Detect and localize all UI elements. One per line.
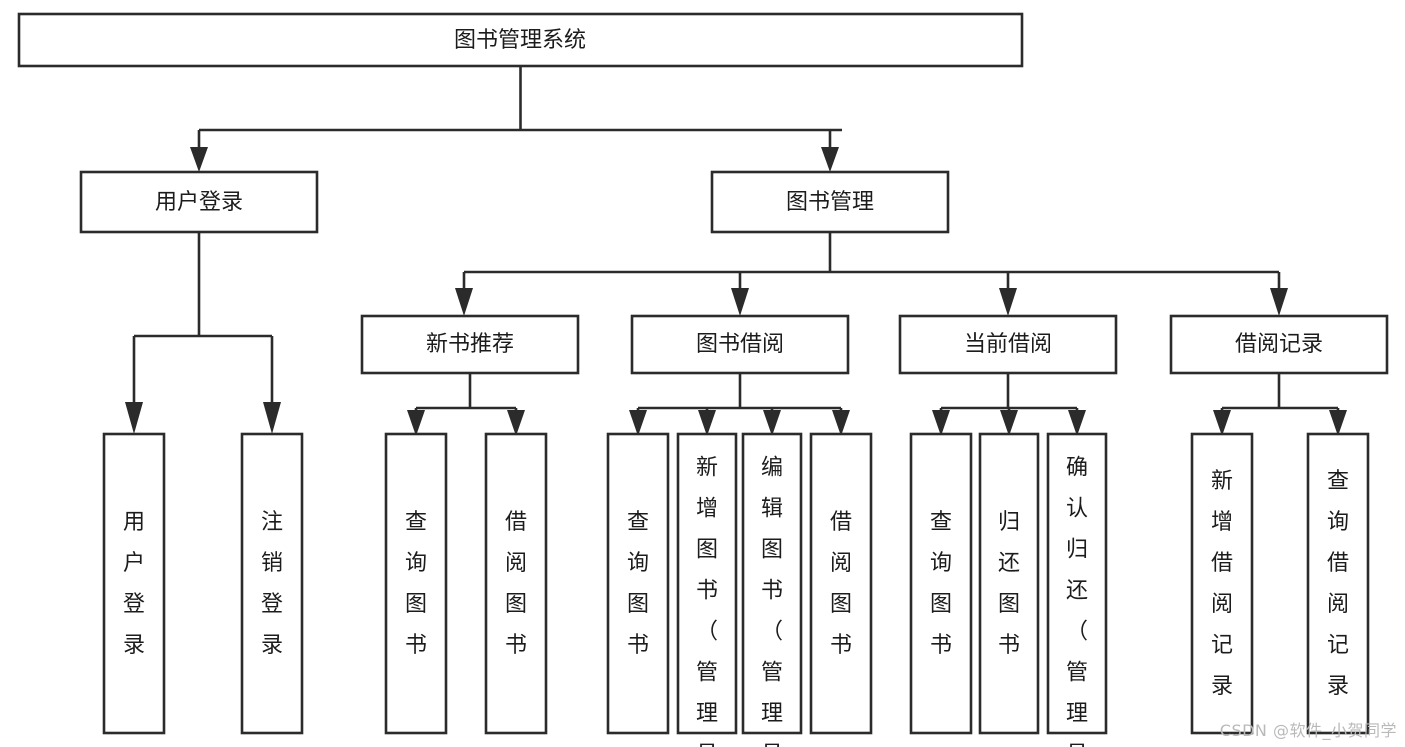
node-leaf-confirm-return[interactable]: 确认归还（管理员） <box>1046 432 1108 747</box>
node-book-manage-box[interactable] <box>710 170 950 234</box>
node-book-manage-label: 图书管理 <box>786 190 874 215</box>
node-leaf-return-book-box[interactable] <box>978 432 1040 735</box>
arrow-head-leaf-return-book <box>1000 410 1018 436</box>
arrow-head-book-manage <box>821 147 839 172</box>
node-leaf-user-login-box[interactable] <box>102 432 166 735</box>
node-leaf-return-book[interactable]: 归还图书 <box>978 432 1040 735</box>
node-leaf-user-logout-box[interactable] <box>240 432 304 735</box>
node-leaf-query-record-label: 查询借阅记录 <box>1327 469 1349 699</box>
node-borrow-record-label: 借阅记录 <box>1235 332 1323 357</box>
node-new-book-rec-box[interactable] <box>360 314 580 375</box>
node-book-borrow-label: 图书借阅 <box>696 332 784 357</box>
node-leaf-query-record[interactable]: 查询借阅记录 <box>1306 432 1370 735</box>
node-leaf-add-record-label: 新增借阅记录 <box>1211 469 1233 699</box>
connector-layer <box>125 66 1347 436</box>
node-current-borrow-label: 当前借阅 <box>964 332 1052 357</box>
node-leaf-borrow-book-2-box[interactable] <box>809 432 873 735</box>
node-leaf-return-book-label: 归还图书 <box>998 510 1020 658</box>
node-leaf-query-book-2[interactable]: 查询图书 <box>606 432 670 735</box>
node-current-borrow-box[interactable] <box>898 314 1118 375</box>
arrow-head-book-borrow <box>731 288 749 316</box>
node-leaf-query-book-1[interactable]: 查询图书 <box>384 432 448 735</box>
arrow-head-leaf-user-login <box>125 402 143 434</box>
node-root[interactable]: 图书管理系统 <box>17 12 1024 68</box>
node-new-book-rec-label: 新书推荐 <box>426 332 514 357</box>
arrow-head-current-borrow <box>999 288 1017 316</box>
arrow-head-borrow-record <box>1270 288 1288 316</box>
node-borrow-record-box[interactable] <box>1169 314 1389 375</box>
arrow-head-user-login <box>190 147 208 172</box>
node-leaf-confirm-return-box[interactable] <box>1046 432 1108 735</box>
node-root-label: 图书管理系统 <box>454 28 586 53</box>
arrow-head-leaf-query-book-2 <box>629 410 647 436</box>
node-leaf-edit-book[interactable]: 编辑图书（管理员） <box>741 432 803 747</box>
node-leaf-user-login-label: 用户登录 <box>123 510 145 658</box>
node-root-box[interactable] <box>17 12 1024 68</box>
node-leaf-user-logout[interactable]: 注销登录 <box>240 432 304 735</box>
arrow-head-leaf-edit-book <box>763 410 781 436</box>
node-leaf-query-book-3[interactable]: 查询图书 <box>909 432 973 735</box>
node-book-manage[interactable]: 图书管理 <box>710 170 950 234</box>
node-leaf-query-book-3-box[interactable] <box>909 432 973 735</box>
node-leaf-borrow-book-2-label: 借阅图书 <box>830 510 852 658</box>
node-leaf-add-book-label: 新增图书（管理员） <box>696 456 718 747</box>
node-leaf-borrow-book-1-box[interactable] <box>484 432 548 735</box>
node-leaf-borrow-book-1-label: 借阅图书 <box>505 510 527 658</box>
arrow-head-leaf-query-book-3 <box>932 410 950 436</box>
arrow-head-leaf-add-book <box>698 410 716 436</box>
node-leaf-user-logout-label: 注销登录 <box>261 510 283 658</box>
node-leaf-borrow-book-2[interactable]: 借阅图书 <box>809 432 873 735</box>
node-leaf-query-book-3-label: 查询图书 <box>930 510 952 658</box>
node-user-login[interactable]: 用户登录 <box>79 170 319 234</box>
arrow-head-leaf-query-record <box>1329 410 1347 436</box>
node-leaf-query-book-2-label: 查询图书 <box>627 510 649 658</box>
node-leaf-query-book-1-label: 查询图书 <box>405 510 427 658</box>
arrow-head-leaf-borrow-book-2 <box>832 410 850 436</box>
node-leaf-confirm-return-label: 确认归还（管理员） <box>1066 456 1088 747</box>
node-borrow-record[interactable]: 借阅记录 <box>1169 314 1389 375</box>
node-user-login-label: 用户登录 <box>155 190 243 215</box>
arrow-head-leaf-user-logout <box>263 402 281 434</box>
node-leaf-query-book-2-box[interactable] <box>606 432 670 735</box>
node-leaf-user-login[interactable]: 用户登录 <box>102 432 166 735</box>
node-current-borrow[interactable]: 当前借阅 <box>898 314 1118 375</box>
node-leaf-add-book[interactable]: 新增图书（管理员） <box>676 432 738 747</box>
node-leaf-edit-book-box[interactable] <box>741 432 803 735</box>
node-leaf-add-book-box[interactable] <box>676 432 738 735</box>
node-book-borrow[interactable]: 图书借阅 <box>630 314 850 375</box>
arrow-head-leaf-borrow-book-1 <box>507 410 525 436</box>
arrow-head-leaf-query-book-1 <box>407 410 425 436</box>
node-leaf-edit-book-label: 编辑图书（管理员） <box>761 456 783 747</box>
arrow-head-leaf-confirm-return <box>1068 410 1086 436</box>
node-book-borrow-box[interactable] <box>630 314 850 375</box>
node-leaf-add-record-box[interactable] <box>1190 432 1254 735</box>
node-leaf-query-book-1-box[interactable] <box>384 432 448 735</box>
node-leaf-add-record[interactable]: 新增借阅记录 <box>1190 432 1254 735</box>
node-leaf-borrow-book-1[interactable]: 借阅图书 <box>484 432 548 735</box>
node-new-book-rec[interactable]: 新书推荐 <box>360 314 580 375</box>
arrow-head-leaf-add-record <box>1213 410 1231 436</box>
node-user-login-box[interactable] <box>79 170 319 234</box>
node-leaf-query-record-box[interactable] <box>1306 432 1370 735</box>
arrow-head-new-book-rec <box>455 288 473 316</box>
